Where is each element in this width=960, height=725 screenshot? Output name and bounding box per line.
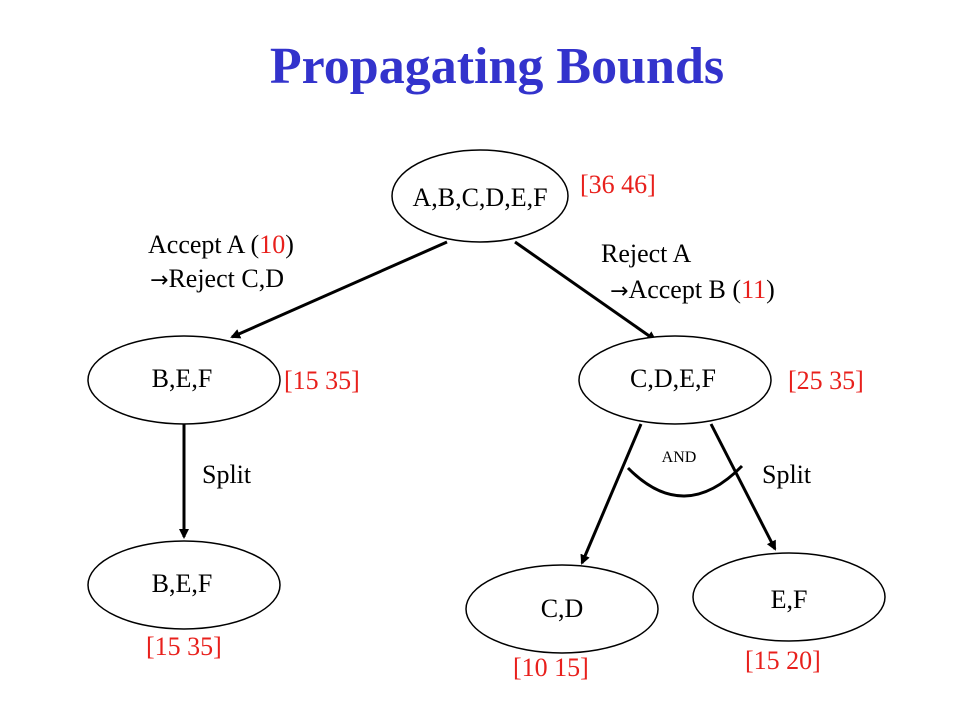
node-ef-label: E,F	[771, 585, 808, 614]
node-left-child: B,E,F	[87, 540, 281, 630]
node-right-label: C,D,E,F	[630, 364, 716, 393]
node-root: A,B,C,D,E,F	[391, 149, 569, 243]
node-cd-label: C,D	[541, 594, 584, 623]
node-left-child-label: B,E,F	[152, 569, 213, 598]
edge-right-label-2: →Accept B (11)	[610, 275, 775, 304]
node-left-bound: [15 35]	[284, 366, 360, 395]
node-ef: E,F	[692, 552, 886, 642]
node-cd: C,D	[465, 564, 659, 654]
edge-right-cd	[580, 423, 643, 565]
node-root-label: A,B,C,D,E,F	[412, 183, 547, 212]
page-title: Propagating Bounds	[270, 38, 724, 95]
edge-right-label-1: Reject A	[601, 239, 691, 268]
node-left-child-bound: [15 35]	[146, 632, 222, 661]
node-left-label: B,E,F	[152, 364, 213, 393]
edge-left-label-2: →Reject C,D	[150, 264, 284, 293]
edge-right-ef	[709, 423, 777, 551]
node-right: C,D,E,F	[578, 335, 772, 425]
edge-left-label-1: Accept A (10)	[148, 230, 294, 259]
node-right-bound: [25 35]	[788, 366, 864, 395]
split-left-label: Split	[202, 460, 252, 489]
edge-root-left	[230, 240, 448, 339]
node-cd-bound: [10 15]	[513, 653, 589, 682]
node-left: B,E,F	[87, 335, 281, 425]
node-root-bound: [36 46]	[580, 170, 656, 199]
edge-root-right	[514, 240, 657, 342]
and-arc	[626, 464, 744, 498]
and-label: AND	[662, 449, 697, 466]
node-ef-bound: [15 20]	[745, 646, 821, 675]
split-right-label: Split	[762, 460, 812, 489]
